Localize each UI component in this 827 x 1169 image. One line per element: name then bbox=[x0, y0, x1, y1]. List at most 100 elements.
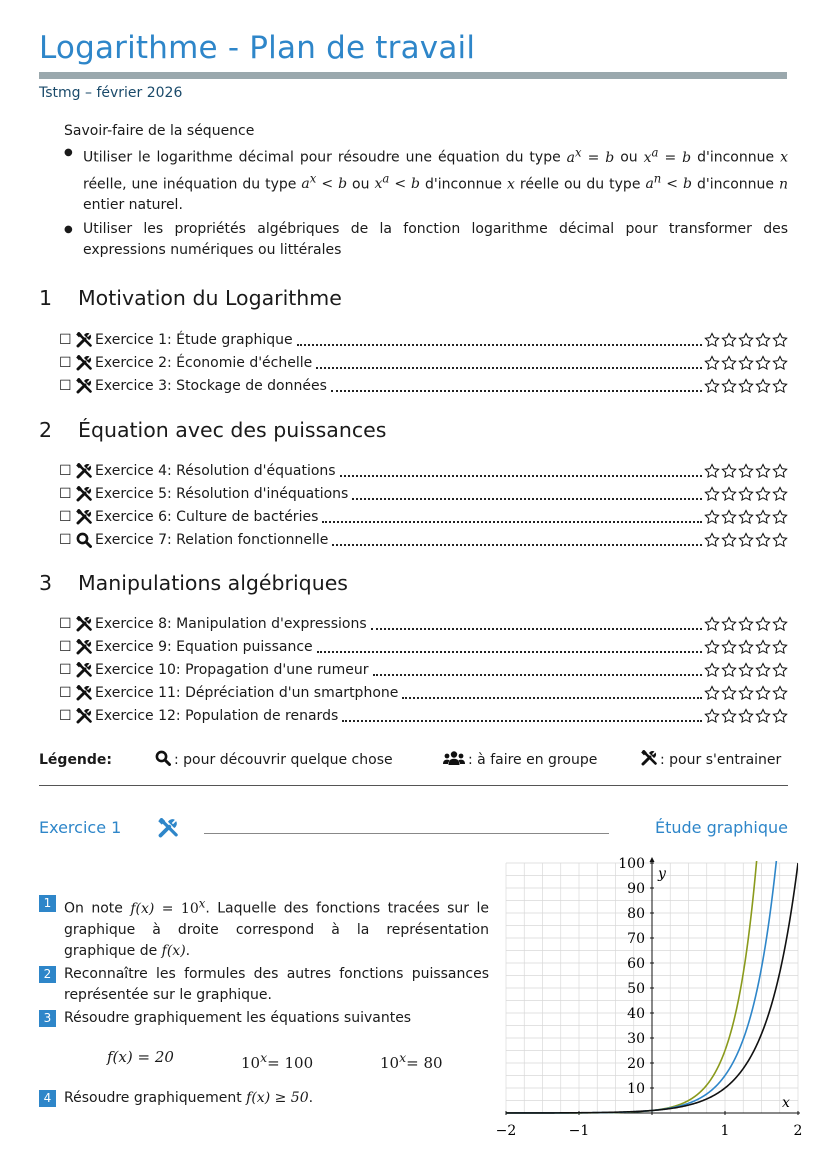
rating[interactable] bbox=[704, 661, 788, 678]
star-icon[interactable] bbox=[704, 331, 720, 348]
exercise-label[interactable]: Exercice 10: Propagation d'une rumeur bbox=[95, 661, 369, 678]
star-icon[interactable] bbox=[704, 508, 720, 525]
checkbox[interactable]: ☐ bbox=[59, 615, 72, 632]
star-icon[interactable] bbox=[772, 331, 788, 348]
star-icon[interactable] bbox=[738, 377, 754, 394]
star-icon[interactable] bbox=[772, 638, 788, 655]
checkbox[interactable]: ☐ bbox=[59, 508, 72, 525]
rating[interactable] bbox=[704, 462, 788, 479]
star-icon[interactable] bbox=[738, 531, 754, 548]
star-icon[interactable] bbox=[772, 354, 788, 371]
star-icon[interactable] bbox=[704, 354, 720, 371]
checkbox[interactable]: ☐ bbox=[59, 661, 72, 678]
star-icon[interactable] bbox=[738, 707, 754, 724]
star-icon[interactable] bbox=[755, 684, 771, 701]
exercise-row[interactable]: ☐ Exercice 2: Économie d'échelle bbox=[59, 351, 788, 374]
star-icon[interactable] bbox=[755, 462, 771, 479]
rating[interactable] bbox=[704, 531, 788, 548]
exercise-row[interactable]: ☐ Exercice 4: Résolution d'équations bbox=[59, 459, 788, 482]
exercise-row[interactable]: ☐ Exercice 11: Dépréciation d'un smartpho… bbox=[59, 681, 788, 704]
rating[interactable] bbox=[704, 707, 788, 724]
star-icon[interactable] bbox=[772, 707, 788, 724]
rating[interactable] bbox=[704, 508, 788, 525]
star-icon[interactable] bbox=[738, 638, 754, 655]
exercise-row[interactable]: ☐ Exercice 3: Stockage de données bbox=[59, 374, 788, 397]
star-icon[interactable] bbox=[755, 354, 771, 371]
star-icon[interactable] bbox=[721, 638, 737, 655]
star-icon[interactable] bbox=[755, 707, 771, 724]
exercise-row[interactable]: ☐ Exercice 9: Equation puissance bbox=[59, 635, 788, 658]
rating[interactable] bbox=[704, 485, 788, 502]
exercise-label[interactable]: Exercice 1: Étude graphique bbox=[95, 331, 293, 348]
exercise-label[interactable]: Exercice 3: Stockage de données bbox=[95, 377, 327, 394]
star-icon[interactable] bbox=[738, 684, 754, 701]
rating[interactable] bbox=[704, 331, 788, 348]
checkbox[interactable]: ☐ bbox=[59, 462, 72, 479]
star-icon[interactable] bbox=[738, 615, 754, 632]
exercise-label[interactable]: Exercice 7: Relation fonctionnelle bbox=[95, 531, 329, 548]
star-icon[interactable] bbox=[755, 661, 771, 678]
star-icon[interactable] bbox=[704, 377, 720, 394]
exercise-label[interactable]: Exercice 6: Culture de bactéries bbox=[95, 508, 319, 525]
rating[interactable] bbox=[704, 684, 788, 701]
rating[interactable] bbox=[704, 615, 788, 632]
star-icon[interactable] bbox=[738, 462, 754, 479]
exercise-label[interactable]: Exercice 8: Manipulation d'expressions bbox=[95, 615, 367, 632]
star-icon[interactable] bbox=[772, 485, 788, 502]
star-icon[interactable] bbox=[772, 462, 788, 479]
star-icon[interactable] bbox=[772, 377, 788, 394]
rating[interactable] bbox=[704, 377, 788, 394]
checkbox[interactable]: ☐ bbox=[59, 638, 72, 655]
star-icon[interactable] bbox=[772, 615, 788, 632]
checkbox[interactable]: ☐ bbox=[59, 707, 72, 724]
star-icon[interactable] bbox=[738, 485, 754, 502]
exercise-label[interactable]: Exercice 4: Résolution d'équations bbox=[95, 462, 336, 479]
checkbox[interactable]: ☐ bbox=[59, 354, 72, 371]
star-icon[interactable] bbox=[721, 485, 737, 502]
star-icon[interactable] bbox=[704, 661, 720, 678]
star-icon[interactable] bbox=[755, 377, 771, 394]
checkbox[interactable]: ☐ bbox=[59, 331, 72, 348]
star-icon[interactable] bbox=[738, 661, 754, 678]
star-icon[interactable] bbox=[721, 615, 737, 632]
star-icon[interactable] bbox=[738, 508, 754, 525]
rating[interactable] bbox=[704, 354, 788, 371]
exercise-row[interactable]: ☐ Exercice 8: Manipulation d'expressions bbox=[59, 612, 788, 635]
star-icon[interactable] bbox=[721, 707, 737, 724]
star-icon[interactable] bbox=[721, 684, 737, 701]
star-icon[interactable] bbox=[721, 661, 737, 678]
star-icon[interactable] bbox=[738, 331, 754, 348]
star-icon[interactable] bbox=[721, 508, 737, 525]
star-icon[interactable] bbox=[721, 531, 737, 548]
star-icon[interactable] bbox=[755, 508, 771, 525]
star-icon[interactable] bbox=[772, 531, 788, 548]
star-icon[interactable] bbox=[755, 531, 771, 548]
star-icon[interactable] bbox=[721, 331, 737, 348]
exercise-row[interactable]: ☐Exercice 5: Résolution d'inéquations bbox=[59, 482, 788, 505]
exercise-row[interactable]: ☐ Exercice 6: Culture de bactéries bbox=[59, 505, 788, 528]
star-icon[interactable] bbox=[704, 462, 720, 479]
star-icon[interactable] bbox=[772, 661, 788, 678]
star-icon[interactable] bbox=[738, 354, 754, 371]
star-icon[interactable] bbox=[721, 377, 737, 394]
star-icon[interactable] bbox=[704, 684, 720, 701]
checkbox[interactable]: ☐ bbox=[59, 531, 72, 548]
star-icon[interactable] bbox=[755, 615, 771, 632]
star-icon[interactable] bbox=[721, 462, 737, 479]
checkbox[interactable]: ☐ bbox=[59, 377, 72, 394]
star-icon[interactable] bbox=[721, 354, 737, 371]
star-icon[interactable] bbox=[704, 615, 720, 632]
exercise-row[interactable]: ☐ Exercice 1: Étude graphique bbox=[59, 328, 788, 351]
exercise-label[interactable]: Exercice 2: Économie d'échelle bbox=[95, 354, 313, 371]
star-icon[interactable] bbox=[755, 638, 771, 655]
exercise-label[interactable]: Exercice 12: Population de renards bbox=[95, 707, 339, 724]
star-icon[interactable] bbox=[755, 485, 771, 502]
exercise-row[interactable]: ☐ Exercice 7: Relation fonctionnelle bbox=[59, 528, 788, 551]
star-icon[interactable] bbox=[704, 707, 720, 724]
star-icon[interactable] bbox=[772, 684, 788, 701]
exercise-label[interactable]: Exercice 9: Equation puissance bbox=[95, 638, 313, 655]
checkbox[interactable]: ☐ bbox=[59, 684, 72, 701]
exercise-label[interactable]: Exercice 11: Dépréciation d'un smartphon… bbox=[95, 684, 399, 701]
checkbox[interactable]: ☐ bbox=[59, 485, 72, 502]
star-icon[interactable] bbox=[772, 508, 788, 525]
